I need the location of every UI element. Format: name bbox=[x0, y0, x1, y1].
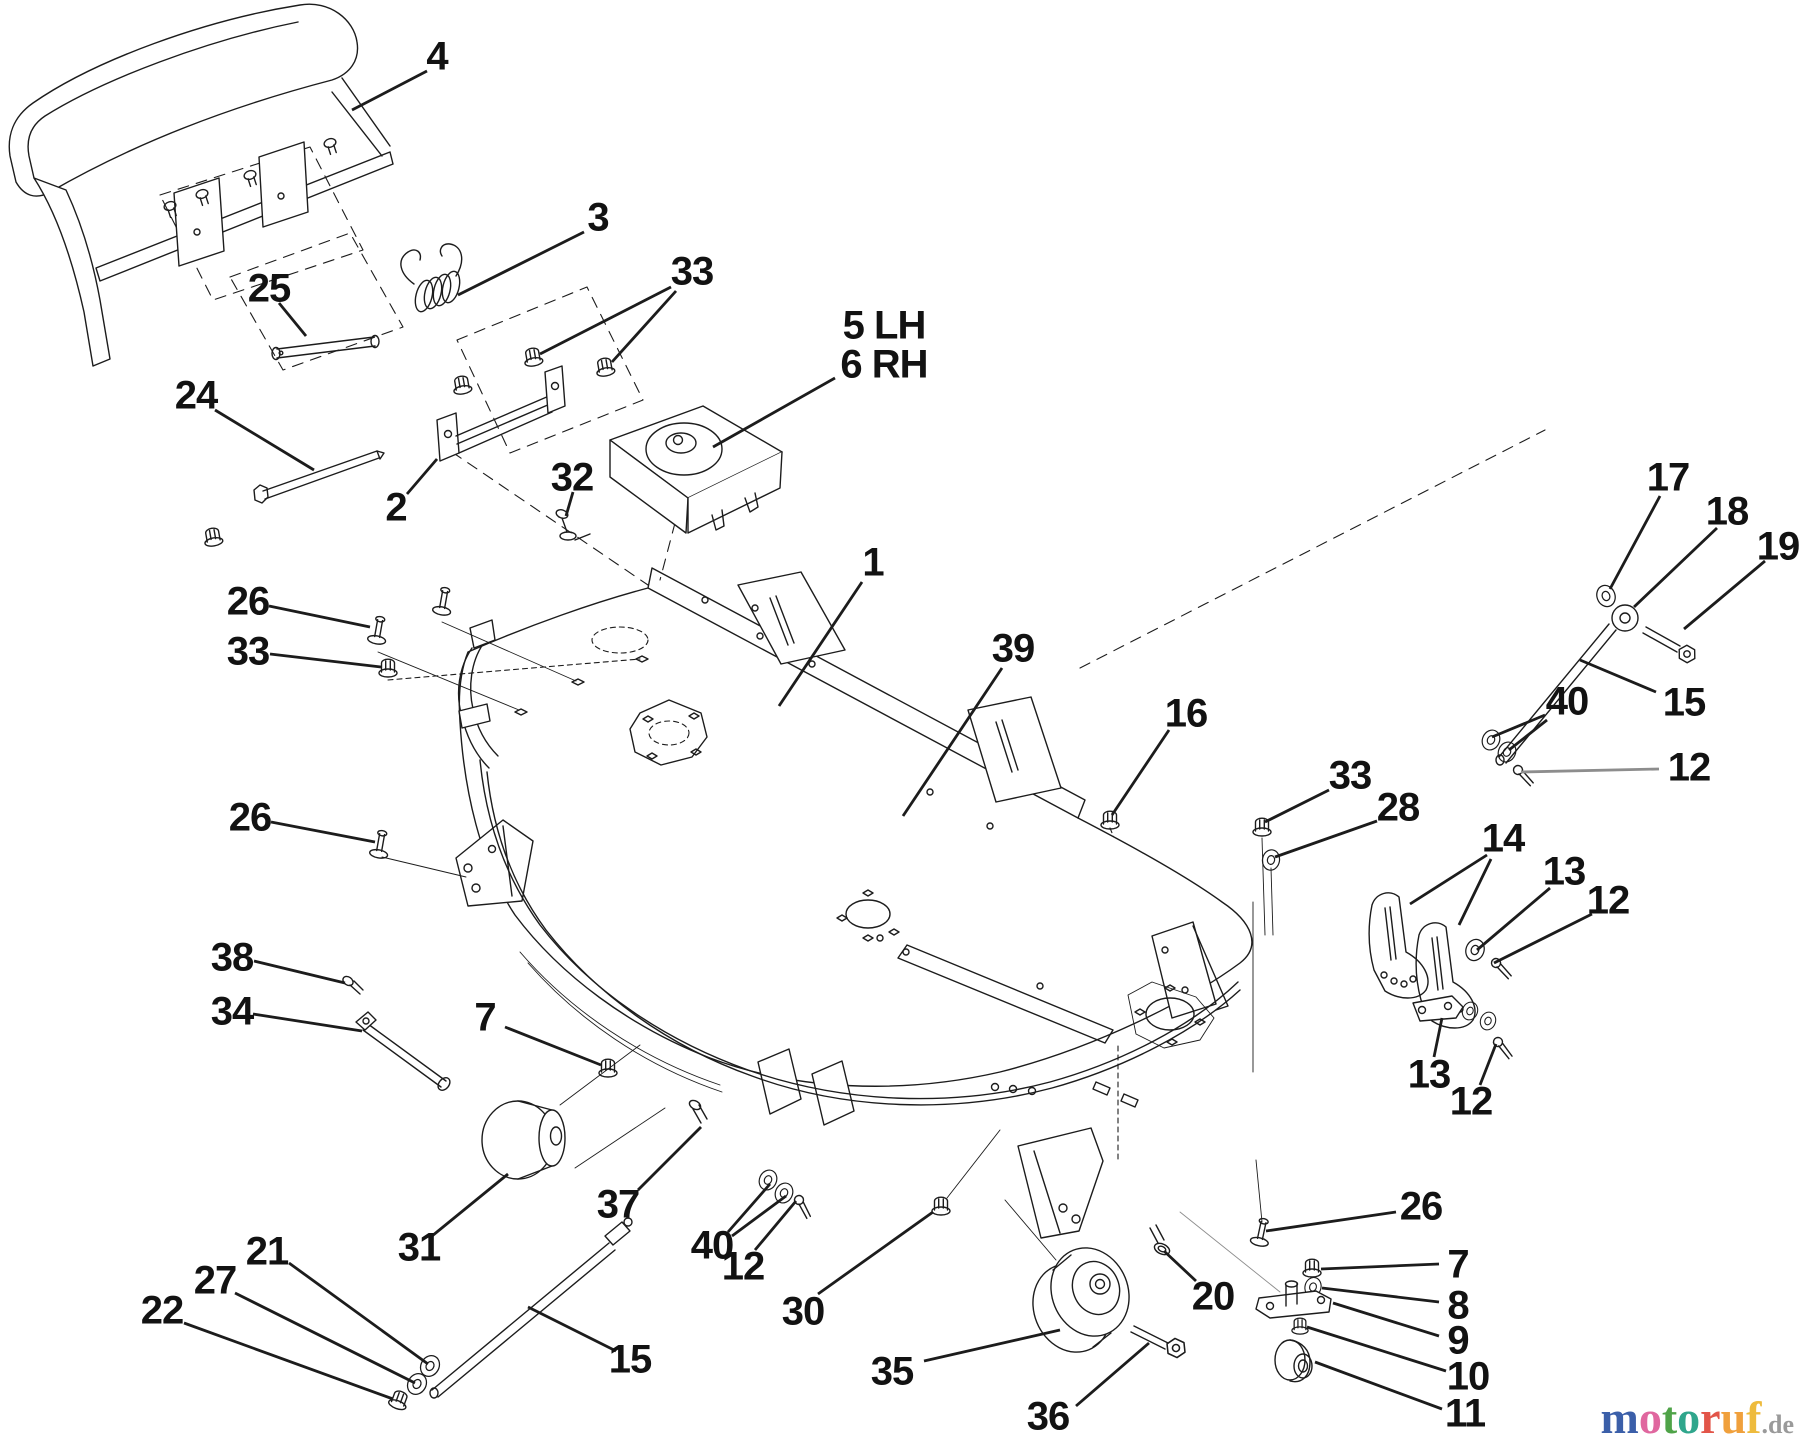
leader-line-10 bbox=[1306, 1325, 1447, 1373]
leader-line-12 bbox=[753, 1200, 798, 1251]
leader-line-7 bbox=[504, 1025, 602, 1067]
leader-line-13 bbox=[1476, 886, 1551, 952]
watermark-logo: motoruf.de bbox=[1601, 1395, 1795, 1441]
leader-line-15 bbox=[527, 1305, 617, 1353]
leader-line-28 bbox=[1274, 819, 1378, 859]
leader-line-31 bbox=[431, 1172, 509, 1238]
leader-line-34 bbox=[252, 1012, 363, 1033]
watermark-letter: o bbox=[1677, 1392, 1701, 1443]
hanger-brackets bbox=[1368, 892, 1518, 1061]
leader-line-33 bbox=[539, 285, 672, 356]
leader-line-16 bbox=[1110, 729, 1171, 816]
torsion-spring bbox=[400, 243, 463, 313]
deflector-mount-bar bbox=[95, 136, 394, 282]
leader-line-8 bbox=[1321, 1286, 1440, 1304]
leader-line-14 bbox=[1409, 853, 1488, 906]
leader-line-21 bbox=[288, 1261, 429, 1366]
leader-line-26 bbox=[270, 820, 376, 844]
leader-line-25 bbox=[277, 302, 308, 337]
leader-line-12 bbox=[1493, 912, 1593, 965]
leader-line-3 bbox=[457, 230, 585, 297]
leader-line-20 bbox=[1163, 1249, 1197, 1283]
caster-assembly bbox=[1255, 1258, 1332, 1383]
leader-line-1 bbox=[777, 581, 864, 707]
leader-line-33 bbox=[1264, 788, 1330, 824]
leader-line-37 bbox=[637, 1126, 702, 1191]
leader-line-17 bbox=[1608, 495, 1662, 590]
watermark-letter: m bbox=[1600, 1392, 1639, 1443]
roller-31 bbox=[481, 1044, 666, 1180]
leader-line-38 bbox=[253, 959, 346, 985]
leader-line-14 bbox=[1457, 858, 1493, 926]
leader-line-13 bbox=[1432, 1017, 1444, 1058]
watermark-letter: u bbox=[1720, 1392, 1747, 1443]
leader-line-40 bbox=[1491, 713, 1546, 739]
height-rod-right bbox=[1478, 582, 1700, 787]
leader-line-15 bbox=[1579, 658, 1657, 694]
leader-line-6-RH bbox=[712, 376, 836, 449]
leader-line-12 bbox=[1520, 767, 1660, 774]
watermark-letter: o bbox=[1638, 1392, 1662, 1443]
leader-line-40 bbox=[726, 1183, 772, 1233]
leader-line-35 bbox=[923, 1328, 1061, 1363]
push-arm-34 bbox=[342, 975, 451, 1091]
watermark-letter: r bbox=[1700, 1392, 1721, 1443]
height-rod-left bbox=[386, 1209, 633, 1413]
leader-line-40 bbox=[1508, 718, 1548, 752]
watermark-letter: t bbox=[1661, 1392, 1678, 1443]
deflector-shield bbox=[8, 3, 391, 367]
rod-25 bbox=[271, 334, 380, 361]
leader-line-27 bbox=[234, 1291, 416, 1385]
leader-line-19 bbox=[1683, 559, 1766, 631]
leader-line-33 bbox=[610, 290, 678, 363]
gauge-wheel bbox=[1032, 1247, 1190, 1361]
leader-line-32 bbox=[564, 491, 575, 517]
rod-24 bbox=[253, 450, 385, 504]
deck-shell bbox=[377, 567, 1274, 1239]
leader-line-7 bbox=[1320, 1262, 1440, 1271]
leader-line-33 bbox=[269, 652, 382, 669]
leader-line-2 bbox=[405, 458, 439, 495]
leader-line-26 bbox=[1265, 1210, 1397, 1233]
leader-line-12 bbox=[1478, 1043, 1498, 1086]
leader-line-26 bbox=[268, 604, 371, 629]
leader-line-24 bbox=[214, 408, 315, 472]
leader-line-9 bbox=[1332, 1301, 1440, 1338]
leader-line-39 bbox=[901, 667, 1004, 817]
screw-32 bbox=[555, 509, 591, 541]
belt-cover bbox=[609, 405, 783, 534]
leader-line-18 bbox=[1633, 526, 1718, 609]
bracket-2 bbox=[436, 365, 566, 462]
watermark-suffix: .de bbox=[1761, 1410, 1795, 1439]
watermark-letter: f bbox=[1746, 1392, 1762, 1443]
fasteners bbox=[201, 346, 1282, 1256]
leader-line-11 bbox=[1314, 1360, 1443, 1411]
leader-line-4 bbox=[351, 69, 428, 112]
leader-line-36 bbox=[1075, 1341, 1150, 1408]
leader-line-30 bbox=[817, 1210, 934, 1296]
leader-line-22 bbox=[183, 1321, 394, 1401]
leader-line-40 bbox=[731, 1194, 787, 1238]
